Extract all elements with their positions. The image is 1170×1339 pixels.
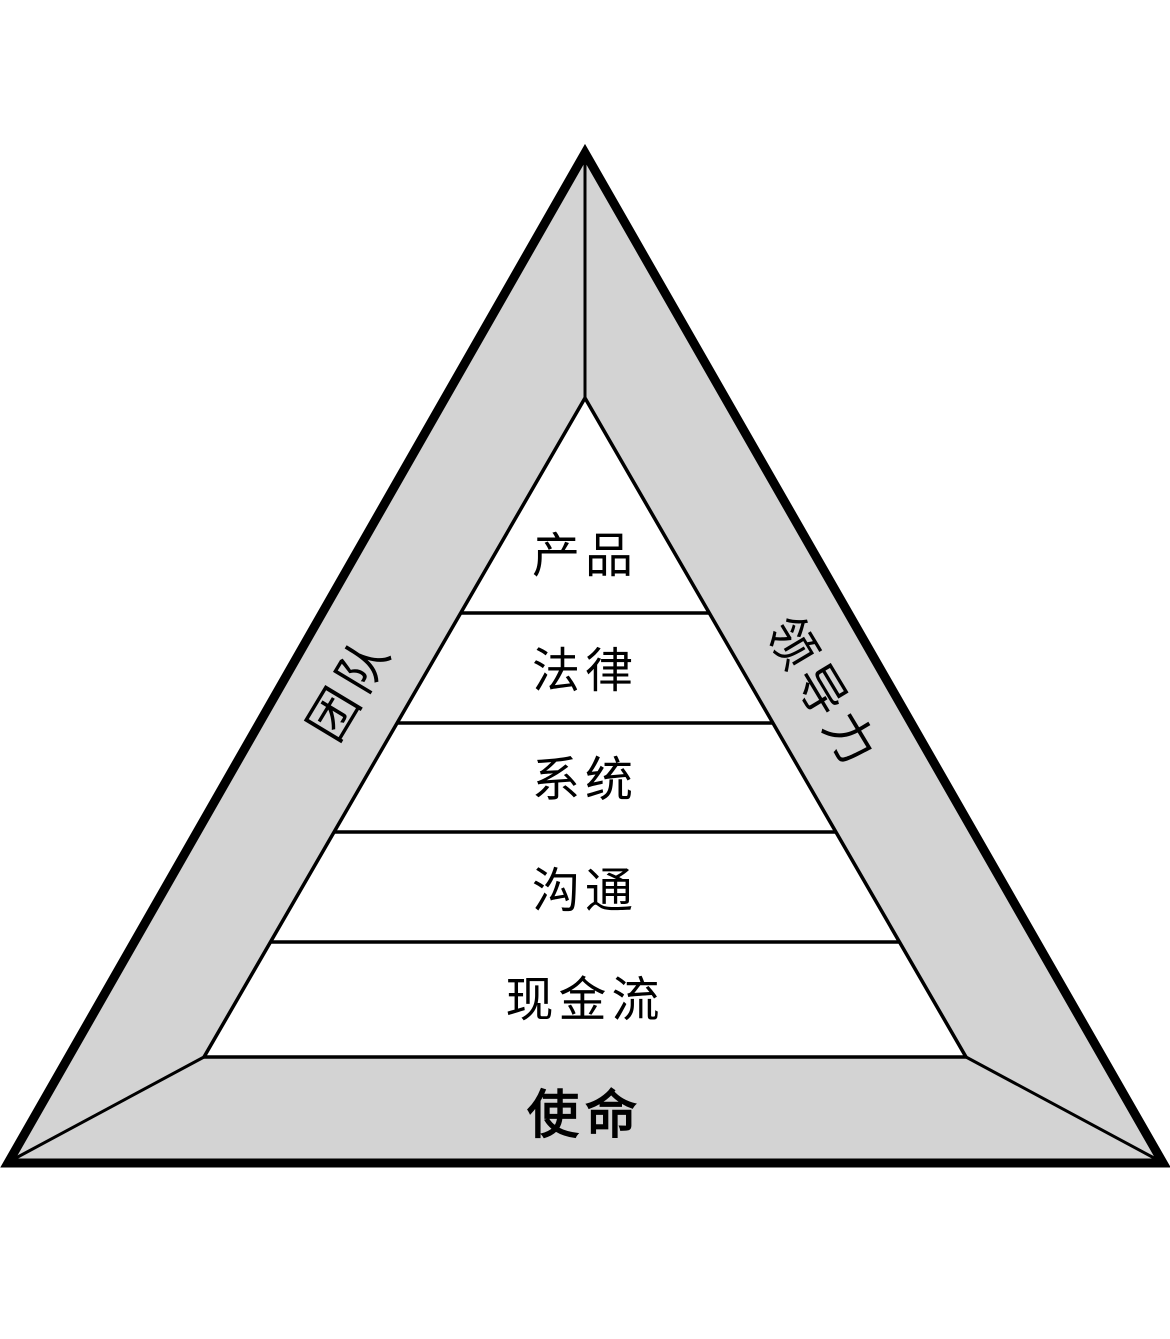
layer-label-systems: 系统 xyxy=(532,754,638,807)
layer-label-cashflow: 现金流 xyxy=(505,974,664,1027)
inner-pyramid xyxy=(200,394,970,1059)
bottom-right-seam-line xyxy=(965,1055,1157,1161)
bottom-left-seam-line xyxy=(13,1055,205,1161)
layer-label-product: 产品 xyxy=(532,530,638,583)
layer-label-legal: 法律 xyxy=(532,645,638,698)
band-label-mission: 使命 xyxy=(526,1086,643,1145)
layer-label-communication: 沟通 xyxy=(532,865,638,918)
